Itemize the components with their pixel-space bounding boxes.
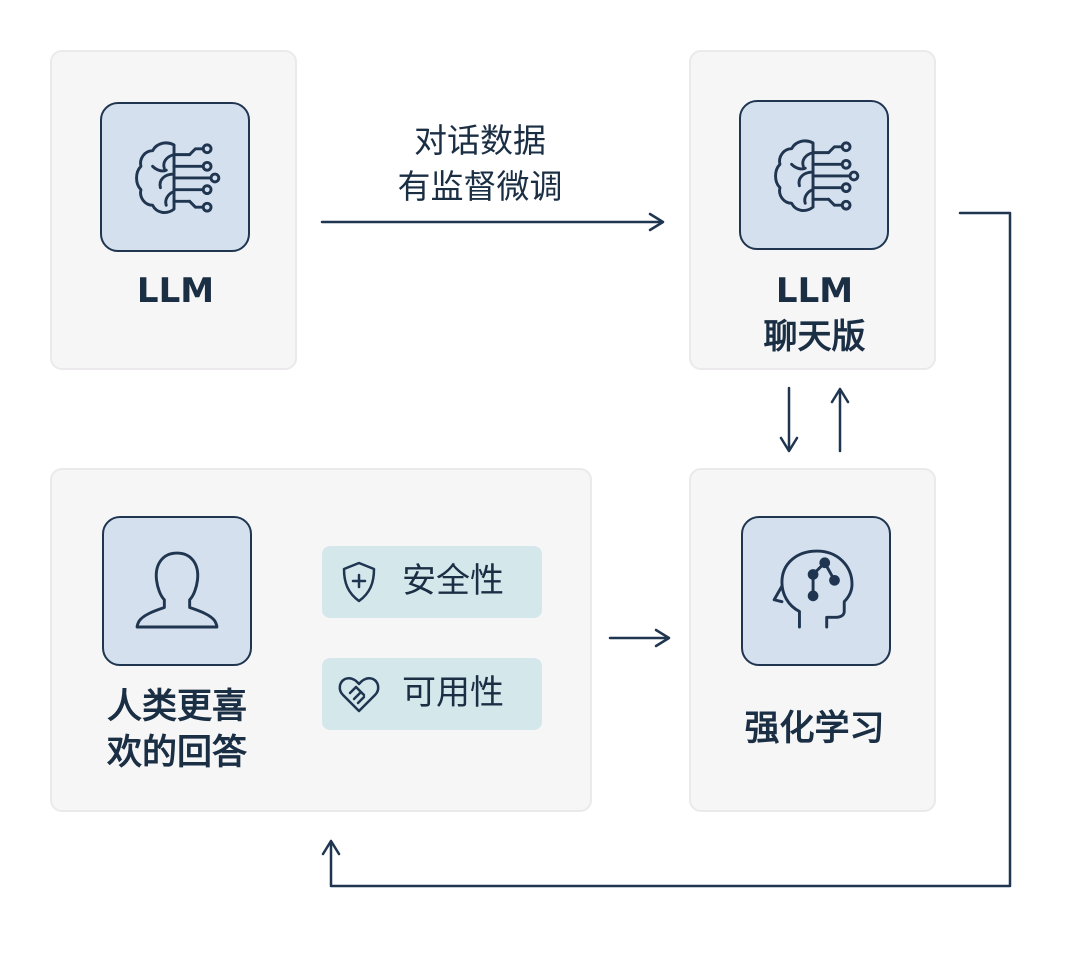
sft-label-line2: 有监督微调: [397, 167, 563, 206]
node-rl: 强化学习: [689, 468, 936, 812]
criterion-safety: 安全性: [322, 546, 542, 618]
node-llm-chat-label-line1: LLM: [775, 271, 854, 311]
arrow-human-to-rl: [608, 628, 671, 648]
criterion-usability: 可用性: [322, 658, 542, 730]
arrow-chat-to-rl: [779, 386, 799, 453]
node-rl-label: 强化学习: [744, 709, 885, 749]
handshake-heart-icon: [338, 676, 380, 713]
node-human-label-line1: 人类更喜: [106, 687, 247, 727]
node-llm-chat-label: LLM 聊天版: [691, 268, 938, 360]
brain-circuit-icon: [739, 100, 889, 250]
node-llm: LLM: [50, 50, 297, 370]
node-human-label-line2: 欢的回答: [106, 733, 247, 773]
criterion-safety-label: 安全性: [402, 561, 504, 601]
head-network-icon: [741, 516, 891, 666]
node-llm-chat-label-line2: 聊天版: [763, 317, 866, 357]
sft-edge-label: 对话数据 有监督微调: [360, 118, 600, 210]
node-llm-label: LLM: [136, 271, 215, 311]
arrow-rl-to-chat: [830, 387, 850, 453]
node-human-label: 人类更喜 欢的回答: [56, 684, 298, 776]
brain-circuit-icon: [100, 102, 250, 252]
criterion-usability-label: 可用性: [402, 673, 504, 713]
arrow-llm-to-chat: [320, 212, 665, 232]
person-icon: [102, 516, 252, 666]
shield-plus-icon: [342, 561, 376, 603]
arrow-feedback-loop: [321, 211, 1012, 888]
node-llm-chat: LLM 聊天版: [689, 50, 936, 370]
node-human-preference: 人类更喜 欢的回答 安全性 可用性: [50, 468, 592, 812]
sft-label-line1: 对话数据: [414, 121, 546, 160]
